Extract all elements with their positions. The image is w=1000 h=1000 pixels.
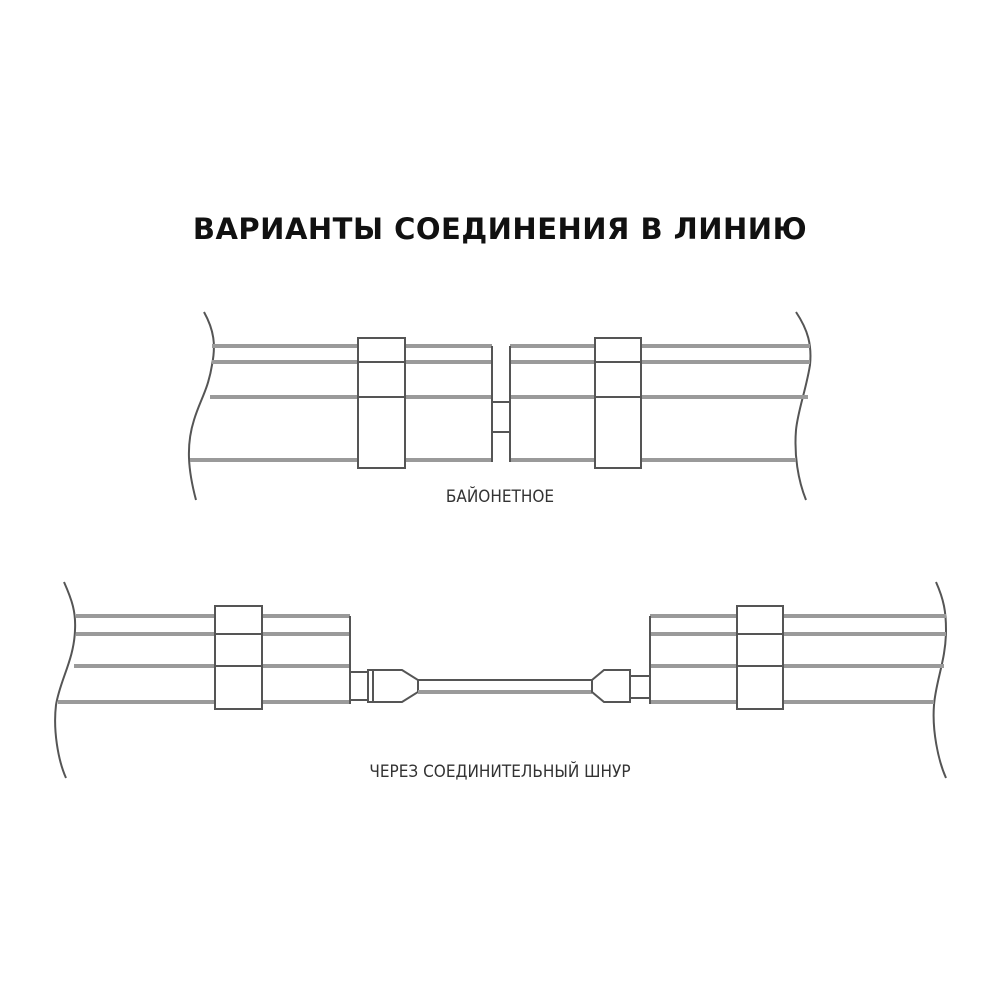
left-break-line: [187, 311, 215, 501]
right-fixture: [649, 605, 946, 710]
right-break-line: [794, 311, 812, 501]
mounting-clip: [594, 337, 642, 469]
connecting-cord: [418, 679, 592, 694]
right-break-line: [932, 581, 948, 779]
bayonet-label: БАЙОНЕТНОЕ: [445, 487, 555, 507]
left-break-line: [54, 581, 77, 779]
diagram-title: ВАРИАНТЫ СОЕДИНЕНИЯ В ЛИНИЮ: [192, 212, 808, 246]
bayonet-connection-drawing: [187, 311, 812, 501]
mounting-clip: [357, 337, 406, 469]
left-cable-plug: [349, 669, 419, 703]
left-fixture: [190, 337, 493, 469]
right-cable-plug: [591, 669, 651, 703]
bayonet-connector: [491, 401, 511, 433]
cable-label: ЧЕРЕЗ СОЕДИНИТЕЛЬНЫЙ ШНУР: [369, 762, 631, 782]
mounting-clip: [736, 605, 784, 710]
mounting-clip: [214, 605, 263, 710]
right-fixture: [509, 337, 810, 469]
cable-connection-drawing: [54, 581, 948, 779]
left-fixture: [58, 605, 351, 710]
